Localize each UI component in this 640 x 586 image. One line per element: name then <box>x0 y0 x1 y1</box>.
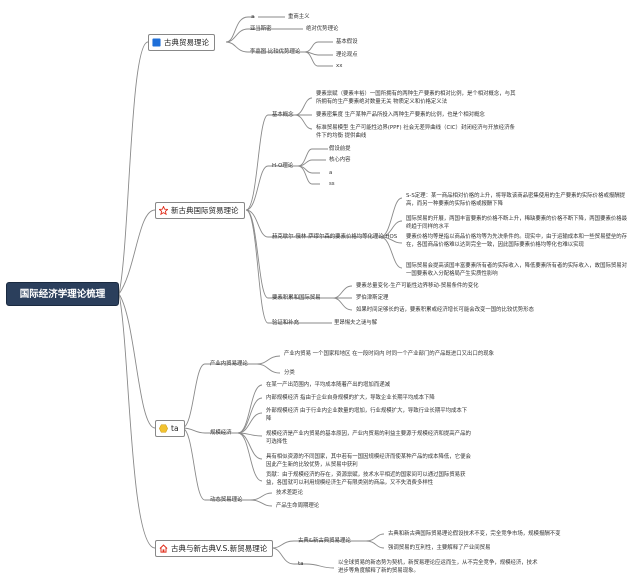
node-verification[interactable]: 验证和补充 <box>272 320 299 326</box>
node-classical-neoclassical[interactable]: 古典&新古典贸易理论 <box>298 538 351 544</box>
link-root-compare <box>118 293 156 549</box>
node-growth-item[interactable]: 要素总量变化-生产可能性边界移动-贸易条件的变化 <box>356 283 479 289</box>
node-ho-theory[interactable]: H-O理论 <box>272 163 294 169</box>
node-scale-item[interactable]: 具有相似资源的不同国家，其中若有一国因规模经济而使某种产品的成本降低，它便会因此… <box>266 454 471 468</box>
node-economies-of-scale[interactable]: 规模经济 <box>210 430 232 436</box>
node-new-trade-theory[interactable]: 以全球贸易的新态势为契机，新贸易理论应运而生，从不完全竞争，规模经济，技术进步等… <box>338 560 538 574</box>
node-basic-item[interactable]: 要素禀赋（要素丰裕）一国所拥有的两种生产要素的相对比例，是个相对概念，与其所拥有… <box>316 91 516 105</box>
topic-ta[interactable]: ta <box>155 420 185 437</box>
topic-classical[interactable]: 古典贸易理论 <box>148 34 215 51</box>
link-ta-intra <box>181 363 257 429</box>
node-dynamic-item[interactable]: 技术差距论 <box>276 490 303 496</box>
home-icon <box>159 544 168 553</box>
node-same-item[interactable]: 古典和新古典国际贸易理论假设技术不变，完全竞争市场，规模报酬不变 <box>388 531 561 537</box>
flag-icon <box>152 38 161 47</box>
hexagon-icon <box>159 424 168 433</box>
link-classical-smith <box>225 28 278 43</box>
node-scale-item[interactable]: 贡献：由于规模经济的存在，资源禀赋，技术水平相近的国家间可以通过国际贸易获益，各… <box>266 472 466 486</box>
node-hos-theory[interactable]: 赫克歇尔-俄林-萨缪尔森的要素价格均等化理论 HOS <box>272 234 398 240</box>
link-ta-dynamic <box>181 427 250 501</box>
node-ricardo-item[interactable]: xx <box>336 63 343 69</box>
node-factor-growth[interactable]: 要素积累和国际贸易 <box>272 295 321 301</box>
node-hos-item[interactable]: 国际贸易的开展，两国丰富要素的价格不断上升，稀缺要素的价格不断下降，两国要素价格… <box>406 216 628 230</box>
node-growth-item[interactable]: 如果时间足够长的话，要素积累或经济增长可能会改变一国的比较优势形态 <box>356 307 534 313</box>
node-scale-item[interactable]: 内部规模经济 指由于企业自身规模的扩大，导致企业长期平均成本下降 <box>266 395 435 401</box>
node-scale-item[interactable]: 外部规模经济 由于行业内企业数量的增加，行业规模扩大，导致行业长期平均成本下降 <box>266 408 468 422</box>
star-icon <box>159 206 168 215</box>
node-compare-ta[interactable]: ta <box>298 561 304 567</box>
node-ricardo[interactable]: 李嘉图 比较优势理论 <box>250 49 301 55</box>
link-root-neoclassical <box>118 209 156 295</box>
node-scale-item[interactable]: 在某一产出范围内，平均成本随着产出的增加而递减 <box>266 382 390 388</box>
node-basic-item[interactable]: 标准贸易模型 生产可能性边界(PPF) 社会无差异曲线（CIC）封闭经济与开放经… <box>316 125 515 139</box>
link-neo-hos <box>245 209 380 238</box>
topic-compare-label: 古典与新古典V.S.新贸易理论 <box>171 544 268 553</box>
topic-ta-label: ta <box>171 424 179 433</box>
node-basic-concepts[interactable]: 基本概念 <box>272 112 294 118</box>
link-neo-verify <box>245 209 308 324</box>
node-basic-item[interactable]: 要素密集度 生产某种产品所投入两种生产要素的比例，也是个相对概念 <box>316 112 485 118</box>
node-dynamic-item[interactable]: 产品生命周期理论 <box>276 503 320 509</box>
node-ho-item[interactable]: ss <box>329 181 335 187</box>
node-intra-item[interactable]: 分类 <box>284 370 295 376</box>
node-ricardo-item[interactable]: 基本假设 <box>336 39 358 45</box>
link-compare-ta <box>271 547 306 565</box>
node-scale-item[interactable]: 规模经济是产业内贸易的基本原因，产业内贸易的利益主要源于规模经济和提高产品的可选… <box>266 431 471 445</box>
topic-classical-label: 古典贸易理论 <box>164 38 209 47</box>
topic-compare[interactable]: 古典与新古典V.S.新贸易理论 <box>155 540 274 557</box>
node-leontief-paradox[interactable]: 里昂惕夫之谜与解 <box>334 320 378 326</box>
node-smith[interactable]: 亚当斯密 <box>250 26 272 32</box>
link-root-classical <box>118 41 149 295</box>
node-intra-item[interactable]: 产业内贸易 一个国家和地区 在一段时间内 时同一个产业部门的产品既进口又出口的现… <box>284 351 494 357</box>
link-neo-basic <box>245 114 295 211</box>
node-ho-item[interactable]: a <box>329 170 333 176</box>
node-same-item[interactable]: 强调贸易的互利性，主要解释了产业间贸易 <box>388 545 491 551</box>
node-dynamic-trade[interactable]: 动态贸易理论 <box>210 497 243 503</box>
root-topic[interactable]: 国际经济学理论梳理 <box>6 282 119 306</box>
node-ho-item[interactable]: 核心内容 <box>329 157 351 163</box>
node-absolute-advantage[interactable]: 绝对优势理论 <box>306 26 339 32</box>
node-mercantilism[interactable]: 重商主义 <box>288 14 310 20</box>
topic-neoclassical[interactable]: 新古典国际贸易理论 <box>155 202 245 219</box>
link-root-ta <box>118 293 156 429</box>
node-intra-industry[interactable]: 产业内贸易理论 <box>210 361 248 367</box>
node-hos-item[interactable]: S-S定理：某一商品相对价格的上升，将导致该商品密集使用的生产要素的实际价格或报… <box>406 193 626 207</box>
topic-neoclassical-label: 新古典国际贸易理论 <box>171 206 239 215</box>
link-ta-scale <box>181 427 238 434</box>
node-ricardo-item[interactable]: 理论观点 <box>336 52 358 58</box>
link-neo-growth <box>245 209 333 299</box>
node-a[interactable]: a <box>251 14 255 20</box>
node-hos-item[interactable]: 国际贸易会提高该国丰富要素所有者的实际收入，降低要素所有者的实际收入，故国际贸易… <box>406 263 628 277</box>
link-classical-ricardo <box>225 41 305 53</box>
node-hos-item[interactable]: 要素价格均等是指以商品价格均等为先决条件的。现实中，由于运输成本和一些贸易壁垒的… <box>406 234 628 248</box>
node-growth-item[interactable]: 罗伯津斯定理 <box>356 295 389 301</box>
link-neo-ho <box>245 165 298 211</box>
node-ho-item[interactable]: 假设前提 <box>329 146 351 152</box>
link-compare-same <box>271 540 366 549</box>
